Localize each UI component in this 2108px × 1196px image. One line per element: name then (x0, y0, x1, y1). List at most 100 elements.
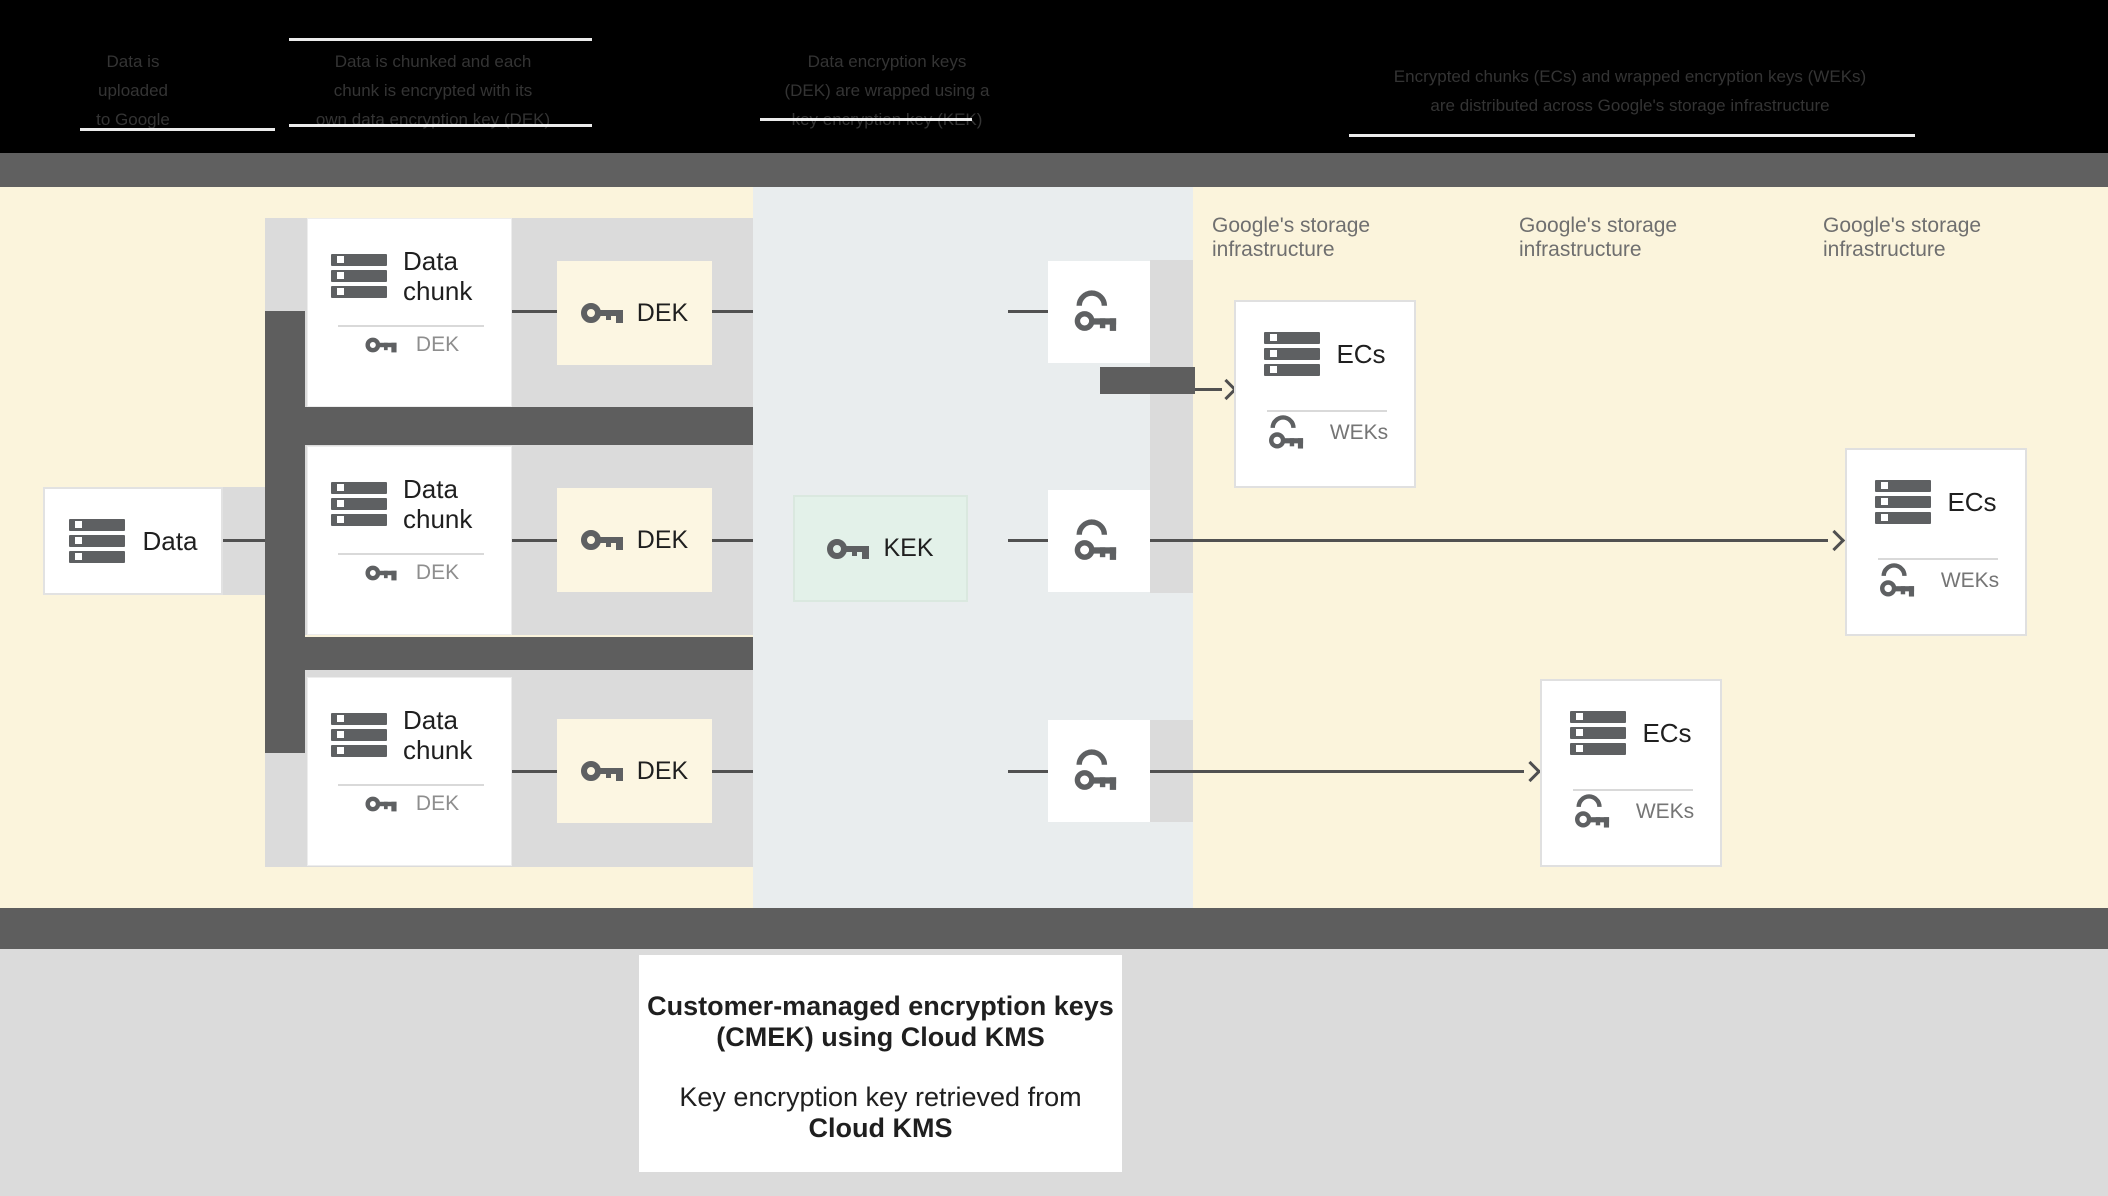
data-label: Data (142, 525, 198, 556)
header-artifact-line (289, 124, 592, 127)
database-icon (1570, 711, 1627, 755)
ecs-card: ECs WEKs (1234, 300, 1416, 488)
data-chunk-row: Data chunk (308, 474, 511, 534)
header-artifact-line (1349, 134, 1915, 137)
ecs-label: ECs (1642, 717, 1692, 748)
caption-title-line: (CMEK) using Cloud KMS (716, 1022, 1045, 1052)
wrapped-key-icon (1070, 513, 1124, 561)
weks-row: WEKs (1542, 789, 1720, 835)
wrap-in-line (1008, 310, 1048, 313)
dek-label: DEK (636, 756, 689, 785)
cmek-caption-body: Key encryption key retrieved from Cloud … (639, 1082, 1122, 1144)
dek-ref-row: DEK (308, 792, 511, 816)
wrapped-key-icon (1070, 743, 1124, 791)
database-icon (331, 254, 387, 298)
wrapped-key-box (1048, 720, 1150, 822)
dek-out-line (712, 310, 753, 313)
data-chunk-card: Data chunk DEK (307, 446, 512, 635)
database-icon (331, 713, 387, 757)
header-artifact-line (80, 128, 275, 131)
ecs-label: ECs (1947, 486, 1997, 517)
data-chunk-label: Data chunk (403, 705, 473, 765)
storage-label-line: Google's storage (1823, 214, 1982, 237)
wrapped-key-box (1048, 261, 1150, 363)
dek-chip: DEK (557, 261, 712, 365)
data-to-trunk-line (223, 539, 265, 542)
cmek-caption-title: Customer-managed encryption keys (CMEK) … (639, 991, 1122, 1053)
caption-body-line: Key encryption key retrieved from (679, 1082, 1082, 1112)
weks-label: WEKs (1635, 800, 1695, 823)
data-chunk-row: Data chunk (308, 705, 511, 765)
database-icon (331, 482, 387, 526)
ecs-row: ECs (1236, 332, 1414, 376)
storage-label-line: Google's storage (1212, 214, 1371, 237)
storage-label-line: infrastructure (1823, 238, 1946, 261)
wrap-in-line (1008, 770, 1048, 773)
header-divider-band (0, 153, 2108, 187)
caption-body-line: Cloud KMS (808, 1113, 953, 1143)
weks-row: WEKs (1236, 410, 1414, 456)
weks-label: WEKs (1940, 569, 2000, 592)
dek-ref-label: DEK (415, 792, 460, 815)
header-step-1-line: uploaded (98, 81, 168, 100)
dek-chip: DEK (557, 719, 712, 823)
header-step-1: Data is uploaded to Google (23, 47, 243, 134)
card-divider (1878, 558, 1998, 560)
ecs-card: ECs WEKs (1540, 679, 1722, 867)
card-divider (1573, 789, 1693, 791)
diagram-canvas: Google's storage infrastructure Google's… (0, 187, 2108, 908)
header-artifact-line (760, 118, 972, 121)
key-icon (365, 337, 397, 353)
key-icon (827, 538, 870, 560)
key-icon (365, 796, 397, 812)
database-icon (1875, 480, 1932, 524)
ecs-label: ECs (1336, 338, 1386, 369)
weks-row: WEKs (1847, 558, 2025, 604)
key-icon (580, 760, 623, 782)
header-step-1-line: Data is (106, 52, 160, 71)
card-divider (1267, 410, 1387, 412)
ecs-row: ECs (1847, 480, 2025, 524)
kms-edge-strip (1150, 260, 1193, 593)
header-step-1-line: to Google (96, 110, 170, 129)
wrapped-key-icon (1265, 410, 1309, 450)
dek-chip: DEK (557, 488, 712, 592)
chunk-to-dek-line (512, 310, 557, 313)
wrapped-key-box (1048, 490, 1150, 592)
dek-ref-label: DEK (415, 561, 460, 584)
dek-ref-row: DEK (308, 561, 511, 585)
kek-chip: KEK (793, 495, 968, 602)
dek-out-line (712, 770, 753, 773)
header-step-4: Encrypted chunks (ECs) and wrapped encry… (1230, 62, 2030, 120)
chunk-to-dek-line (512, 770, 557, 773)
wrapped-key-icon (1571, 789, 1615, 829)
wek-flow-bar (1100, 367, 1195, 394)
key-icon (365, 565, 397, 581)
bottom-divider-band (0, 908, 2108, 949)
wrapped-key-icon (1070, 284, 1124, 332)
storage-infrastructure-label: Google's storage infrastructure (1519, 214, 1799, 262)
storage-label-line: infrastructure (1212, 238, 1335, 261)
header-step-4-line: Encrypted chunks (ECs) and wrapped encry… (1393, 67, 1867, 86)
dek-ref-label: DEK (415, 333, 460, 356)
row-connector-bar (265, 407, 753, 445)
kek-label: KEK (883, 534, 934, 562)
header-step-2-line: own data encryption key (DEK) (315, 110, 551, 129)
header-step-2-line: Data is chunked and each (334, 52, 532, 71)
wrap-in-line (1008, 539, 1048, 542)
data-chunk-label: Data chunk (403, 246, 473, 306)
caption-title-line: Customer-managed encryption keys (647, 991, 1114, 1021)
ecs-card: ECs WEKs (1845, 448, 2027, 636)
caption-area: Customer-managed encryption keys (CMEK) … (0, 949, 2108, 1196)
key-icon (580, 302, 623, 324)
card-divider (338, 325, 484, 327)
header-step-4-line: are distributed across Google's storage … (1430, 96, 1830, 115)
ecs-row: ECs (1542, 711, 1720, 755)
caption-card: Customer-managed encryption keys (CMEK) … (639, 955, 1122, 1172)
chunk-trunk-bar (265, 311, 305, 753)
flow-arrow (1150, 770, 1524, 773)
header-step-3-line: (DEK) are wrapped using a (784, 81, 990, 100)
database-icon (1264, 332, 1321, 376)
database-icon (68, 519, 125, 563)
